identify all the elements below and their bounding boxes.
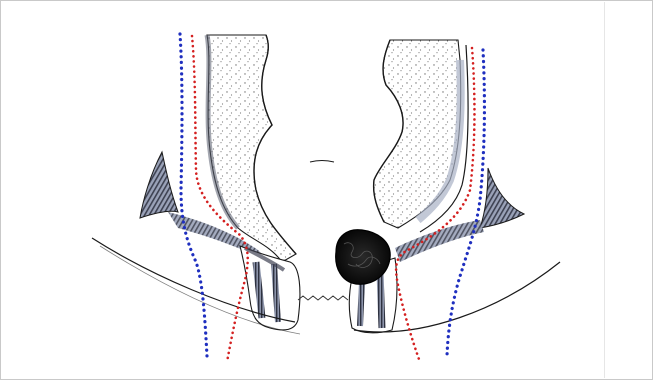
perineum-outline xyxy=(92,238,560,334)
rectal-wall-left xyxy=(140,35,300,330)
rectal-wall-right xyxy=(349,40,524,333)
